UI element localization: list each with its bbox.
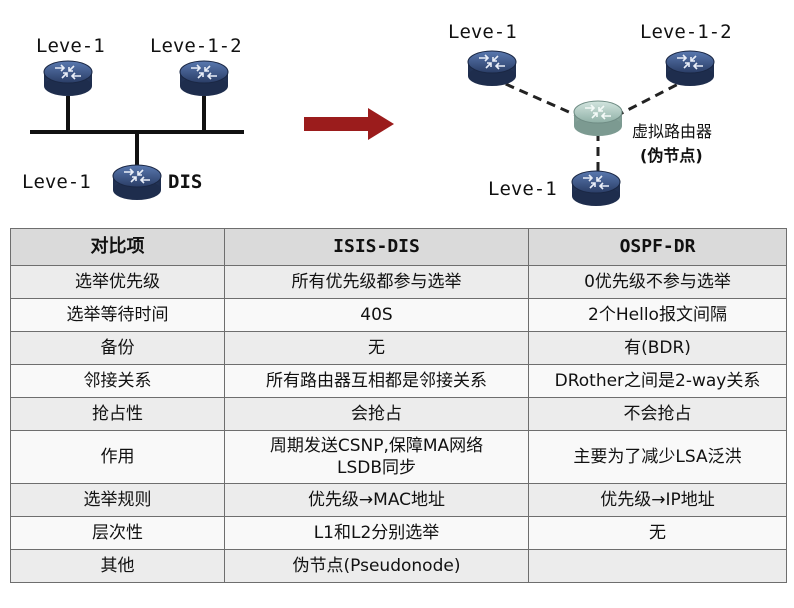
isis-cell: 40S xyxy=(224,298,529,332)
topology-diagram: Leve-1 Leve-1-2 Leve-1 DIS Leve-1 Leve-1… xyxy=(0,0,794,226)
router-icon xyxy=(179,60,229,97)
virtual-router-icon xyxy=(573,100,623,137)
ospf-cell: DRother之间是2-way关系 xyxy=(528,364,787,398)
router-label: Leve-1 xyxy=(22,171,91,193)
row-label: 抢占性 xyxy=(10,397,225,431)
isis-cell: 所有优先级都参与选举 xyxy=(224,265,529,299)
table-row: 层次性 L1和L2分别选举 无 xyxy=(10,516,787,550)
table-header-row: 对比项 ISIS-DIS OSPF-DR xyxy=(10,228,787,266)
isis-cell: 优先级→MAC地址 xyxy=(224,483,529,517)
router-icon xyxy=(467,50,517,87)
table-row: 选举优先级 所有优先级都参与选举 0优先级不参与选举 xyxy=(10,265,787,299)
column-header: OSPF-DR xyxy=(528,228,787,266)
ospf-cell: 主要为了减少LSA泛洪 xyxy=(528,430,787,484)
isis-cell: 无 xyxy=(224,331,529,365)
isis-cell: 周期发送CSNP,保障MA网络 LSDB同步 xyxy=(224,430,529,484)
pseudonode-label: (伪节点) xyxy=(640,146,703,165)
table-row: 抢占性 会抢占 不会抢占 xyxy=(10,397,787,431)
dis-router-icon xyxy=(112,164,162,201)
row-label: 层次性 xyxy=(10,516,225,550)
virtual-router-label: 虚拟路由器 xyxy=(632,122,713,141)
ospf-cell: 不会抢占 xyxy=(528,397,787,431)
column-header: ISIS-DIS xyxy=(224,228,529,266)
row-label: 作用 xyxy=(10,430,225,484)
transform-arrow-icon xyxy=(304,108,394,140)
row-label: 邻接关系 xyxy=(10,364,225,398)
table-row: 其他 伪节点(Pseudonode) xyxy=(10,549,787,583)
router-label: Leve-1-2 xyxy=(150,35,242,57)
router-label: Leve-1 xyxy=(448,21,517,43)
row-label: 其他 xyxy=(10,549,225,583)
row-label: 备份 xyxy=(10,331,225,365)
table-row: 选举规则 优先级→MAC地址 优先级→IP地址 xyxy=(10,483,787,517)
topology-svg xyxy=(30,50,715,207)
isis-cell: 伪节点(Pseudonode) xyxy=(224,549,529,583)
dis-label: DIS xyxy=(168,171,203,193)
column-header: 对比项 xyxy=(10,228,225,266)
router-label: Leve-1-2 xyxy=(640,21,732,43)
row-label: 选举优先级 xyxy=(10,265,225,299)
ospf-cell: 优先级→IP地址 xyxy=(528,483,787,517)
table-row: 邻接关系 所有路由器互相都是邻接关系 DRother之间是2-way关系 xyxy=(10,364,787,398)
ospf-cell xyxy=(528,549,787,583)
router-label: Leve-1 xyxy=(488,178,557,200)
isis-cell: 会抢占 xyxy=(224,397,529,431)
row-label: 选举规则 xyxy=(10,483,225,517)
dashed-link xyxy=(491,76,579,118)
router-label: Leve-1 xyxy=(36,35,105,57)
router-icon xyxy=(43,60,93,97)
router-icon xyxy=(665,50,715,87)
isis-cell: 所有路由器互相都是邻接关系 xyxy=(224,364,529,398)
table-row: 作用 周期发送CSNP,保障MA网络 LSDB同步 主要为了减少LSA泛洪 xyxy=(10,430,787,484)
ospf-cell: 无 xyxy=(528,516,787,550)
router-icon xyxy=(571,170,621,207)
ospf-cell: 2个Hello报文间隔 xyxy=(528,298,787,332)
row-label: 选举等待时间 xyxy=(10,298,225,332)
table-row: 备份 无 有(BDR) xyxy=(10,331,787,365)
comparison-table: 对比项 ISIS-DIS OSPF-DR 选举优先级 所有优先级都参与选举 0优… xyxy=(10,228,787,583)
isis-cell: L1和L2分别选举 xyxy=(224,516,529,550)
table-row: 选举等待时间 40S 2个Hello报文间隔 xyxy=(10,298,787,332)
ospf-cell: 有(BDR) xyxy=(528,331,787,365)
ospf-cell: 0优先级不参与选举 xyxy=(528,265,787,299)
